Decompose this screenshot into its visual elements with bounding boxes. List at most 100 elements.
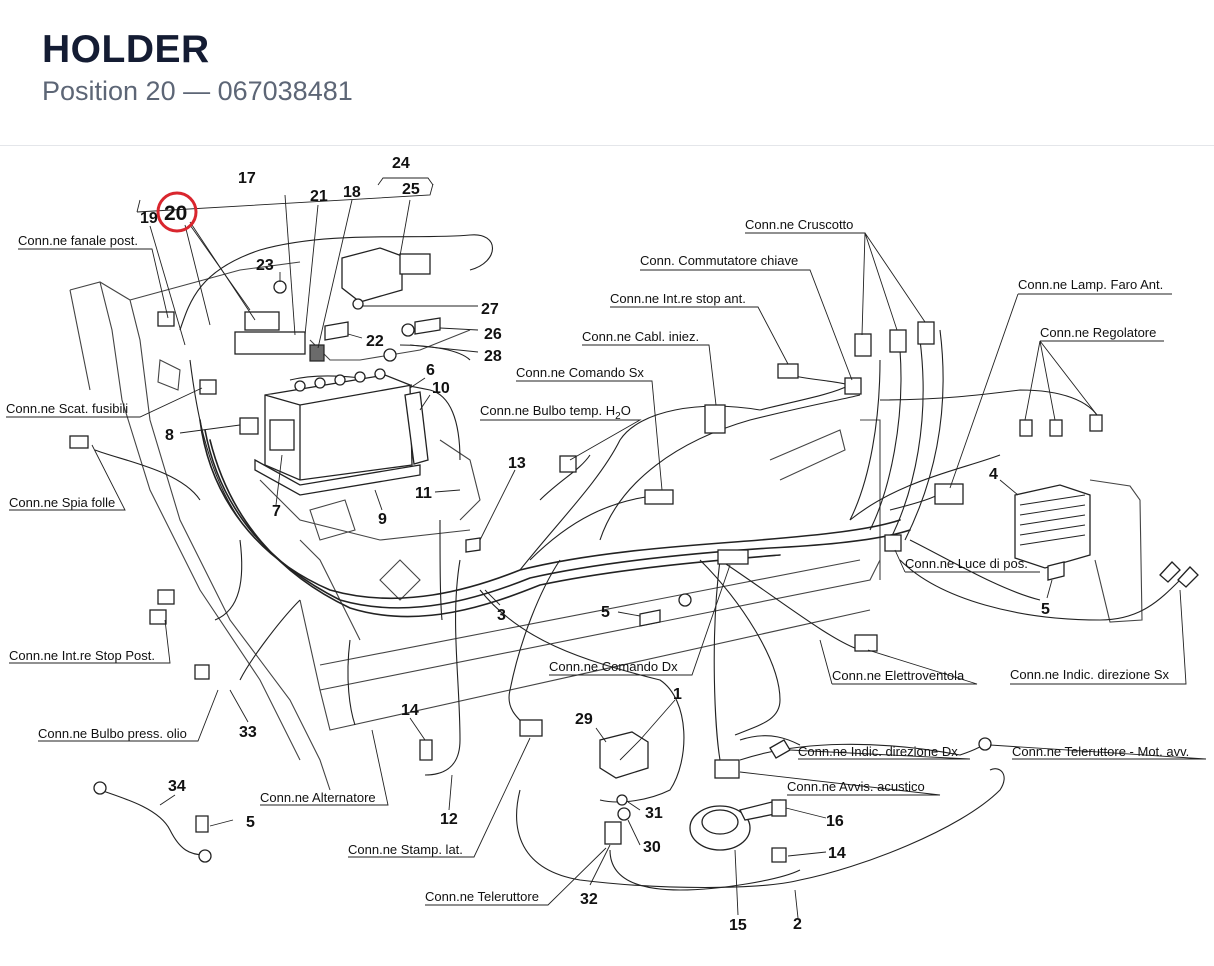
callout-3: 3 <box>497 607 506 624</box>
callout-24: 24 <box>392 155 410 172</box>
label-conn-comando-sx: Conn.ne Comando Sx <box>516 365 644 380</box>
callout-6: 6 <box>426 362 435 379</box>
page-title: HOLDER <box>42 28 210 71</box>
callout-25: 25 <box>402 181 420 198</box>
label-conn-indic-dx: Conn.ne Indic. direzione Dx <box>798 744 958 759</box>
nut-30 <box>617 807 631 821</box>
label-conn-teleruttore-mot: Conn.ne Teleruttore - Mot. avv. <box>1012 744 1189 759</box>
label-conn-faro-ant: Conn.ne Lamp. Faro Ant. <box>1018 277 1163 292</box>
cable-34-end-b <box>198 849 212 863</box>
label-conn-bulbo-olio: Conn.ne Bulbo press. olio <box>38 726 187 741</box>
fan-plug <box>854 634 878 652</box>
callout-23: 23 <box>256 257 274 274</box>
callout-31: 31 <box>645 805 663 822</box>
pos-light-plug <box>884 534 902 552</box>
callout-29: 29 <box>575 711 593 728</box>
highlight-ring <box>156 191 198 233</box>
callout-14a: 14 <box>401 702 419 719</box>
label-conn-stop-ant: Conn.ne Int.re stop ant. <box>610 291 746 306</box>
callout-34: 34 <box>168 778 186 795</box>
label-conn-stamp-lat: Conn.ne Stamp. lat. <box>348 842 463 857</box>
screw-22 <box>324 321 349 341</box>
nut-23 <box>273 280 287 294</box>
label-conn-luce-pos: Conn.ne Luce di pos. <box>905 556 1028 571</box>
callout-22: 22 <box>366 333 384 350</box>
label-conn-commutatore: Conn. Commutatore chiave <box>640 253 798 268</box>
callout-15: 15 <box>729 917 747 934</box>
switch-24 <box>341 247 403 303</box>
cable-34-end-a <box>93 781 107 795</box>
screw-5a <box>639 609 661 627</box>
turn-sx-plug-2 <box>1177 566 1199 588</box>
reg-plug-3 <box>1089 414 1103 432</box>
spacer-16 <box>771 799 787 817</box>
label-conn-indic-sx: Conn.ne Indic. direzione Sx <box>1010 667 1169 682</box>
screw-13 <box>465 537 481 553</box>
label-conn-cruscotto: Conn.ne Cruscotto <box>745 217 853 232</box>
callout-32: 32 <box>580 891 598 908</box>
switch-25 <box>399 253 431 275</box>
callout-26: 26 <box>484 326 502 343</box>
key-switch-plug <box>844 377 862 395</box>
washer-5 <box>678 593 692 607</box>
label-conn-teleruttore: Conn.ne Teleruttore <box>425 889 539 904</box>
callout-13: 13 <box>508 455 526 472</box>
label-conn-stop-post: Conn.ne Int.re Stop Post. <box>9 648 155 663</box>
callout-20-highlighted[interactable]: 20 <box>164 202 187 225</box>
page-subtitle: Position 20 — 067038481 <box>42 76 353 106</box>
label-conn-bulbo-temp-main: Conn.ne Bulbo temp. H <box>480 403 615 418</box>
screw-26 <box>414 317 441 335</box>
position-numbers: 17 19 21 18 24 25 23 27 26 28 22 6 10 8 … <box>140 155 1050 934</box>
screw-5c <box>195 815 209 833</box>
dash-plug-2 <box>889 329 907 353</box>
label-conn-comando-dx: Conn.ne Comando Dx <box>549 659 678 674</box>
tail-light-plug <box>157 311 175 327</box>
leader-lines <box>6 177 1207 919</box>
connector-block <box>244 311 280 331</box>
label-conn-cabl-iniez: Conn.ne Cabl. iniez. <box>582 329 699 344</box>
right-control-plug <box>717 549 749 565</box>
callout-8: 8 <box>165 427 174 444</box>
tube <box>404 391 429 465</box>
front-stop-plug <box>777 363 799 379</box>
battery <box>254 368 421 496</box>
dash-plug-3 <box>917 321 935 345</box>
wire-harness <box>94 234 1181 891</box>
callout-10: 10 <box>432 380 450 397</box>
label-conn-regolatore: Conn.ne Regolatore <box>1040 325 1156 340</box>
rear-stop-plug-2 <box>149 609 167 625</box>
front-lamp-plug <box>934 483 964 505</box>
turn-dx-plug <box>769 739 791 759</box>
eyelet <box>383 348 397 362</box>
callout-1: 1 <box>673 686 682 703</box>
callout-12: 12 <box>440 811 458 828</box>
callout-5b: 5 <box>1041 601 1050 618</box>
label-conn-scat-fusibili: Conn.ne Scat. fusibili <box>6 401 128 416</box>
washer-28 <box>401 323 415 337</box>
callout-14b: 14 <box>828 845 846 862</box>
left-control-plug <box>644 489 674 505</box>
callout-5a: 5 <box>601 604 610 621</box>
fuse-box-plug <box>199 379 217 395</box>
neutral-lamp-plug <box>69 435 89 449</box>
callout-28: 28 <box>484 348 502 365</box>
turn-sx-plug <box>1159 561 1181 583</box>
connector-labels: Conn.ne fanale post. Conn.ne Scat. fusib… <box>6 217 1189 904</box>
screw-14b <box>771 847 787 863</box>
horn-plug <box>714 759 740 779</box>
reg-plug-2 <box>1049 419 1063 437</box>
callout-30: 30 <box>643 839 661 856</box>
oil-bulb-plug <box>194 664 210 680</box>
callout-2: 2 <box>793 916 802 933</box>
callout-16: 16 <box>826 813 844 830</box>
callout-5c: 5 <box>246 814 255 831</box>
header-divider <box>0 145 1214 146</box>
chassis-frame <box>69 261 1143 791</box>
callout-19: 19 <box>140 210 158 227</box>
callout-9: 9 <box>378 511 387 528</box>
cable-2-eyelet <box>978 737 992 751</box>
callout-21: 21 <box>310 188 328 205</box>
label-conn-avvis-acustico: Conn.ne Avvis. acustico <box>787 779 925 794</box>
injection-plug <box>704 404 726 434</box>
